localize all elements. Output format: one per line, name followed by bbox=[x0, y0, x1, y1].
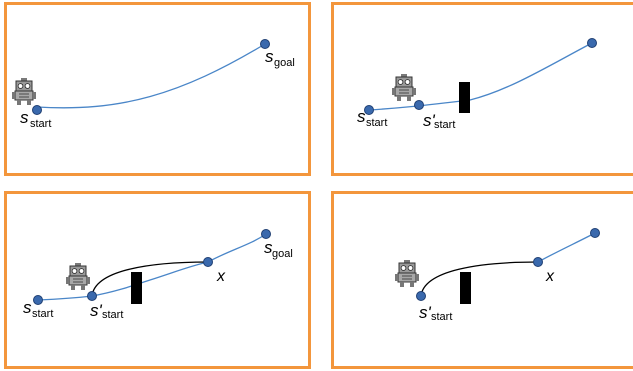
robot-icon bbox=[394, 259, 420, 288]
current-label-s-prime: s' bbox=[90, 301, 103, 320]
goal-label-s: s bbox=[264, 238, 273, 257]
planned-path bbox=[36, 43, 266, 109]
obstacle bbox=[131, 272, 142, 304]
x-label: x bbox=[216, 268, 226, 285]
goal-node bbox=[590, 228, 600, 238]
goal-node bbox=[261, 229, 271, 239]
replanned-path bbox=[91, 261, 209, 297]
panel-obstacle-detected bbox=[331, 2, 633, 176]
start-node bbox=[33, 295, 43, 305]
current-label-sub: start bbox=[431, 311, 452, 323]
goal-node bbox=[260, 39, 270, 49]
repaired-path bbox=[420, 261, 539, 297]
robot-icon bbox=[11, 77, 37, 106]
current-node bbox=[416, 291, 426, 301]
current-label-s-prime: s' bbox=[423, 111, 436, 130]
start-label-sub: start bbox=[366, 117, 387, 129]
current-node bbox=[87, 291, 97, 301]
planned-path bbox=[368, 42, 593, 111]
panel-replan bbox=[4, 191, 311, 369]
current-label-sub: start bbox=[434, 119, 455, 131]
obstacle bbox=[460, 272, 471, 304]
x-node bbox=[533, 257, 543, 267]
current-node bbox=[414, 100, 424, 110]
start-node bbox=[364, 105, 374, 115]
goal-label-s: s bbox=[265, 47, 274, 66]
robot-icon bbox=[391, 73, 417, 102]
goal-label-sub: goal bbox=[274, 57, 295, 69]
current-label-sub: start bbox=[102, 309, 123, 321]
start-label-s: s bbox=[23, 298, 32, 317]
start-node bbox=[32, 105, 42, 115]
panel-repaired-path bbox=[331, 191, 633, 369]
current-label-s-prime: s' bbox=[419, 303, 432, 322]
start-label-s: s bbox=[20, 108, 29, 127]
goal-label-sub: goal bbox=[272, 248, 293, 260]
start-label-sub: start bbox=[30, 118, 51, 130]
panel-initial-plan bbox=[4, 2, 311, 176]
x-node bbox=[203, 257, 213, 267]
robot-icon bbox=[65, 262, 91, 291]
obstacle bbox=[459, 82, 470, 113]
goal-node bbox=[587, 38, 597, 48]
x-label: x bbox=[545, 268, 555, 285]
start-label-s: s bbox=[357, 107, 366, 126]
planned-path bbox=[537, 232, 596, 263]
planned-path bbox=[37, 233, 267, 301]
start-label-sub: start bbox=[32, 308, 53, 320]
